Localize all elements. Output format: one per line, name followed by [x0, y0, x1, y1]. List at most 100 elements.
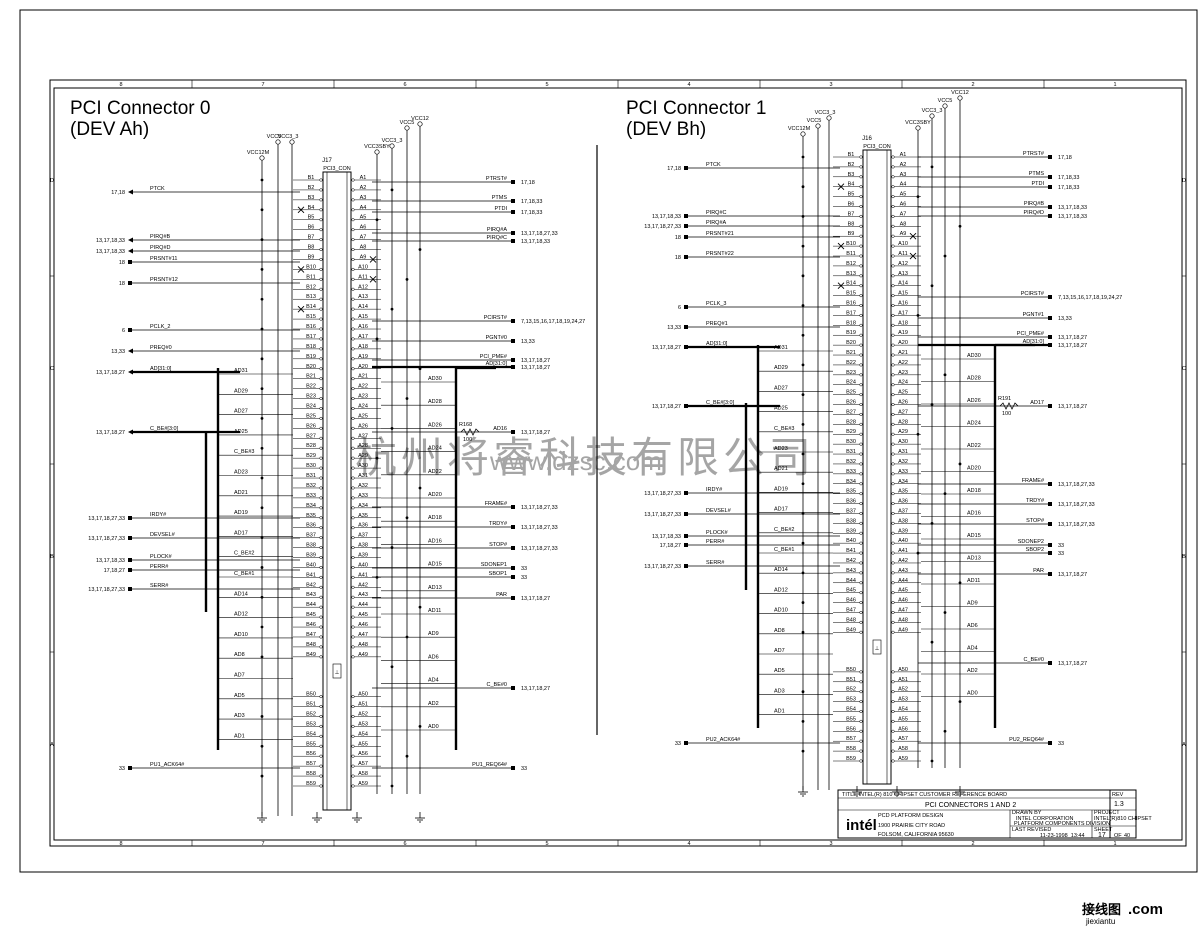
pin-a-bubble	[351, 625, 355, 629]
pin-a-bubble	[891, 581, 895, 585]
pin-b-bubble	[319, 377, 323, 381]
pin-b-number: B5	[308, 215, 315, 221]
rev-value: 1.3	[1114, 801, 1124, 808]
bus-net-label: AD29	[774, 365, 788, 371]
junction-dot	[930, 165, 934, 169]
offpage-port	[128, 558, 132, 562]
offpage-ref: 13,17,18,27	[1058, 335, 1087, 341]
pin-b-number: B52	[846, 687, 856, 693]
zone-number: 6	[403, 82, 406, 88]
pin-a-number: A40	[358, 562, 368, 568]
bus-net-label: AD13	[967, 556, 981, 562]
bus-net-label: AD16	[428, 538, 442, 544]
bus-net-label: AD15	[967, 533, 981, 539]
net-label: SBOP1	[489, 571, 507, 577]
offpage-port	[1048, 543, 1052, 547]
net-label: FRAME#	[1022, 478, 1045, 484]
pin-a-bubble	[891, 363, 895, 367]
pin-b-number: B54	[846, 706, 856, 712]
net-label: STOP#	[489, 542, 508, 548]
pin-b-number: B12	[306, 284, 316, 290]
bus-net-label: AD0	[967, 691, 978, 697]
offpage-port	[511, 546, 515, 550]
zone-letter: A	[50, 742, 54, 748]
pin-b-number: B42	[846, 558, 856, 564]
bus-net-label: AD30	[428, 376, 442, 382]
pin-a-bubble	[891, 561, 895, 565]
pin-a-number: A13	[898, 271, 908, 277]
offpage-port	[1048, 661, 1052, 665]
pin-b-bubble	[859, 363, 863, 367]
offpage-arrow	[128, 237, 133, 243]
pin-a-bubble	[891, 442, 895, 446]
pin-b-number: B12	[846, 261, 856, 267]
net-label: TRDY#	[1026, 498, 1045, 504]
net-label: IRDY#	[706, 487, 723, 493]
pin-b-number: B53	[846, 697, 856, 703]
pin-a-number: A51	[358, 702, 368, 708]
pin-a-number: A57	[898, 736, 908, 742]
offpage-arrow	[128, 429, 133, 435]
junction-dot	[260, 774, 264, 778]
pin-a-bubble	[891, 739, 895, 743]
net-label: PTRST#	[1023, 151, 1045, 157]
offpage-ref: 13,17,18,27,33	[88, 587, 125, 593]
pin-a-number: A57	[358, 761, 368, 767]
corner-watermark-site: jiexiantu	[1085, 917, 1115, 926]
offpage-port	[684, 325, 688, 329]
no-connect-mark	[297, 206, 305, 214]
pin-b-bubble	[319, 337, 323, 341]
pin-b-number: B57	[306, 761, 316, 767]
offpage-ref: 13,17,18,33	[652, 534, 681, 540]
pin-a-number: A54	[898, 706, 908, 712]
power-label: VCC5	[267, 134, 282, 140]
offpage-port	[128, 536, 132, 540]
pin-a-number: A49	[898, 627, 908, 633]
offpage-ref: 13,33	[1058, 316, 1072, 322]
pin-a-bubble	[351, 774, 355, 778]
pin-a-bubble	[891, 343, 895, 347]
net-label: PIRQ#A	[706, 220, 727, 226]
pin-a-number: A39	[358, 553, 368, 559]
offpage-ref: 13,17,18,27	[1058, 404, 1087, 410]
pin-a-bubble	[891, 393, 895, 397]
net-label: PCIRST#	[1021, 291, 1045, 297]
bus-net-label: AD11	[967, 578, 980, 584]
zone-number: 8	[119, 82, 122, 88]
connector1-title: PCI Connector 1	[626, 98, 766, 119]
company-name: INTEL CORPORATION	[1016, 816, 1073, 822]
pin-a-bubble	[351, 357, 355, 361]
pin-b-bubble	[319, 695, 323, 699]
junction-dot	[801, 601, 805, 604]
bus-net-label: C_BE#2	[774, 527, 795, 533]
net-label: DEVSEL#	[706, 508, 732, 514]
pin-b-number: B19	[846, 330, 856, 336]
net-label: PRSNT#11	[150, 256, 177, 262]
bus-net-label: AD24	[967, 421, 981, 427]
pin-a-bubble	[351, 466, 355, 470]
pin-a-number: A42	[358, 582, 368, 588]
pin-a-bubble	[351, 734, 355, 738]
bus-net-label: AD24	[428, 446, 442, 452]
watermark-url: www.dzsc.com	[489, 446, 662, 476]
pin-a-bubble	[891, 610, 895, 615]
pin-b-number: B26	[306, 423, 316, 429]
pin-a-number: A35	[358, 513, 368, 519]
pin-b-bubble	[859, 729, 863, 733]
net-label: SDONEP1	[481, 562, 507, 568]
junction-dot	[390, 307, 394, 311]
net-label: PGNT#0	[486, 335, 507, 341]
zone-number: 4	[687, 82, 690, 88]
pin-a-number: A28	[898, 419, 908, 425]
pin-b-number: B59	[846, 756, 856, 762]
pin-b-number: B1	[308, 175, 315, 181]
pin-a-bubble	[891, 422, 895, 426]
pin-b-bubble	[319, 208, 323, 212]
power-terminal	[915, 125, 921, 131]
pin-b-bubble	[319, 585, 323, 589]
pin-b-bubble	[859, 204, 863, 209]
pin-b-bubble	[319, 456, 323, 460]
zone-letter: C	[1182, 366, 1186, 372]
offpage-port	[511, 525, 515, 529]
pin-b-bubble	[859, 353, 863, 357]
